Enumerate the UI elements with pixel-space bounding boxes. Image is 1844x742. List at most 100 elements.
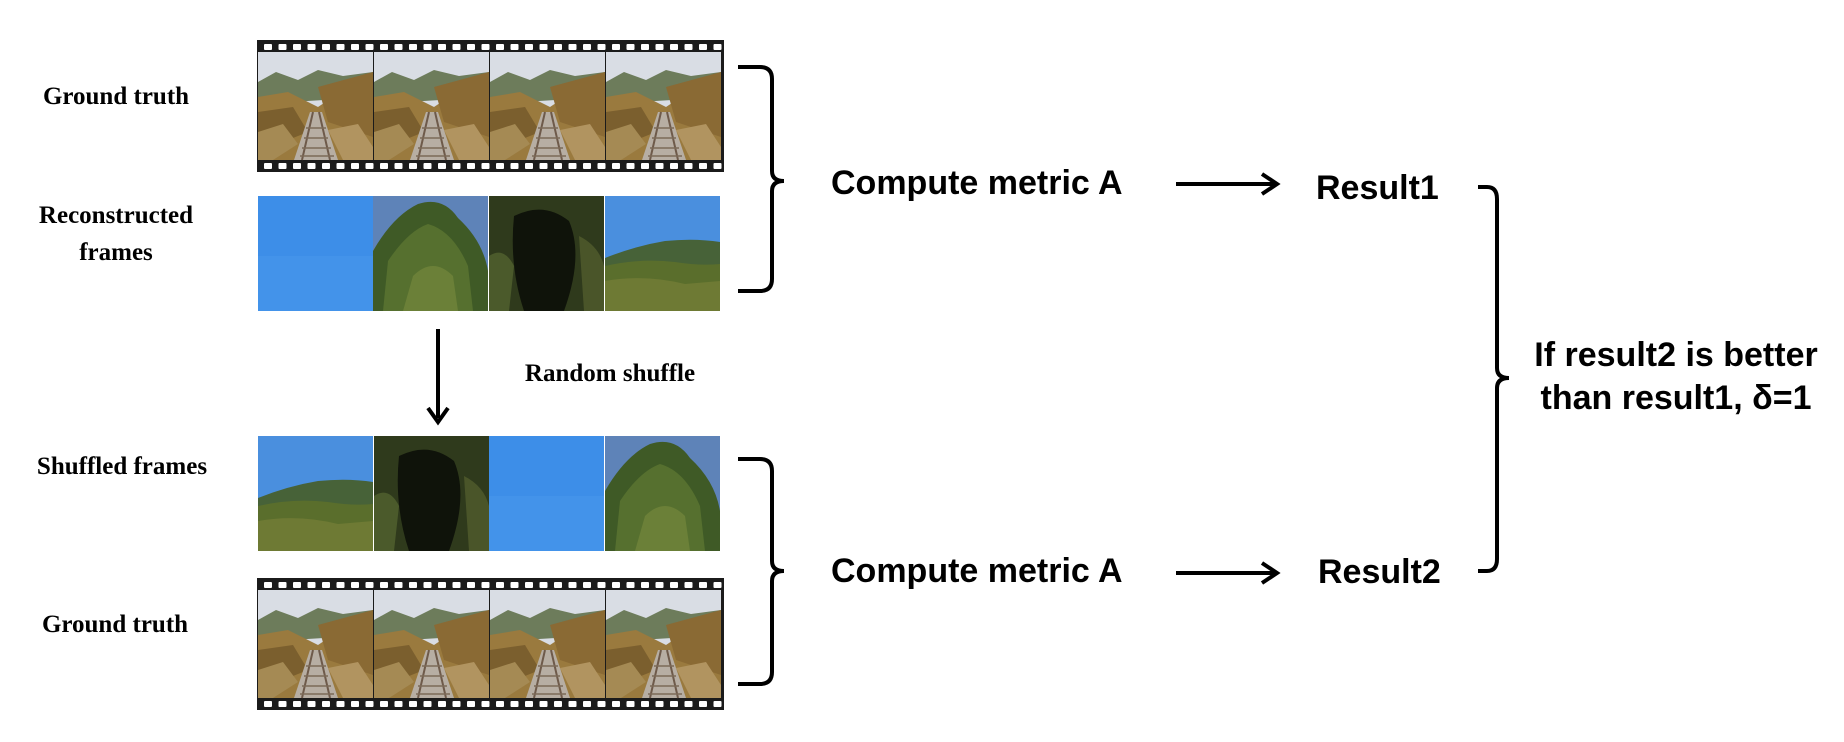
sprocket-hole <box>293 44 301 50</box>
sprocket-hole <box>510 582 519 588</box>
sprocket-hole <box>264 582 272 588</box>
sprocket-hole <box>264 163 272 169</box>
sprocket-hole <box>583 701 591 707</box>
frame-recon-3 <box>489 196 604 311</box>
sprocket-hole <box>481 163 490 169</box>
sprocket-hole <box>554 163 562 169</box>
sprocket-hole <box>336 44 345 50</box>
sprocket-hole <box>481 701 490 707</box>
result1-label: Result1 <box>1316 169 1439 207</box>
sprocket-hole <box>438 163 446 169</box>
sprocket-hole <box>438 701 446 707</box>
sprocket-hole <box>351 44 359 50</box>
sprocket-hole <box>612 701 620 707</box>
sprocket-hole <box>554 582 562 588</box>
sprocket-hole <box>684 163 693 169</box>
sprocket-hole <box>539 44 548 50</box>
sprocket-hole <box>496 44 504 50</box>
sprocket-hole <box>655 582 664 588</box>
sprocket-hole <box>293 582 301 588</box>
sprocket-hole <box>452 701 461 707</box>
sprocket-hole <box>612 44 620 50</box>
frame-shuffled-4 <box>605 436 720 551</box>
sprocket-hole <box>539 582 548 588</box>
label-ground-truth-bottom: Ground truth <box>41 611 189 638</box>
sprocket-hole <box>597 44 606 50</box>
sprocket-hole <box>670 701 678 707</box>
sprocket-hole <box>684 582 693 588</box>
label-ground-truth-top: Ground truth <box>42 83 190 110</box>
sprocket-hole <box>423 701 432 707</box>
sprocket-hole <box>597 701 606 707</box>
frame-gt-top-4 <box>605 51 722 161</box>
sprocket-hole <box>351 582 359 588</box>
sprocket-hole <box>481 44 490 50</box>
sprocket-hole <box>510 163 519 169</box>
bracket-top <box>738 65 785 293</box>
frame-gt-bottom-2 <box>373 589 490 699</box>
sprocket-hole <box>612 163 620 169</box>
sprocket-hole <box>351 701 359 707</box>
sprocket-hole <box>336 163 345 169</box>
sprocket-hole <box>684 701 693 707</box>
sprocket-hole <box>496 582 504 588</box>
sprocket-hole <box>264 701 272 707</box>
sprocket-hole <box>525 582 533 588</box>
frame-gt-top-3 <box>489 51 606 161</box>
sprocket-hole <box>496 701 504 707</box>
sprocket-hole <box>670 582 678 588</box>
sprocket-hole <box>699 582 707 588</box>
sprocket-hole <box>423 44 432 50</box>
sprocket-hole <box>380 44 388 50</box>
sprocket-hole <box>713 44 722 50</box>
sprocket-hole <box>699 163 707 169</box>
sprocket-hole <box>568 163 577 169</box>
sprocket-hole <box>481 582 490 588</box>
sprocket-hole <box>713 582 722 588</box>
sprocket-hole <box>409 701 417 707</box>
sprocket-hole <box>568 44 577 50</box>
sprocket-hole <box>293 163 301 169</box>
sprocket-hole <box>307 582 316 588</box>
sprocket-hole <box>322 701 330 707</box>
sprocket-hole <box>670 163 678 169</box>
sprocket-hole <box>554 701 562 707</box>
sprocket-hole <box>539 163 548 169</box>
sprocket-hole <box>452 44 461 50</box>
sprocket-hole <box>322 44 330 50</box>
conclusion-text: If result2 is better than result1, δ=1 <box>1516 334 1836 420</box>
sprocket-hole <box>467 701 475 707</box>
sprocket-hole <box>452 163 461 169</box>
sprocket-hole <box>568 582 577 588</box>
frame-shuffled-3 <box>489 436 604 551</box>
frame-gt-bottom-1 <box>257 589 374 699</box>
label-reconstructed-line1: Reconstructed <box>38 202 194 229</box>
sprocket-hole <box>626 44 635 50</box>
sprocket-hole <box>525 163 533 169</box>
sprocket-hole <box>626 163 635 169</box>
sprocket-hole <box>699 701 707 707</box>
sprocket-hole <box>394 582 403 588</box>
sprocket-hole <box>641 701 649 707</box>
sprocket-hole <box>655 701 664 707</box>
sprocket-hole <box>423 163 432 169</box>
reconstructed-strip <box>258 196 720 311</box>
sprocket-hole <box>539 701 548 707</box>
sprocket-hole <box>510 701 519 707</box>
sprocket-hole <box>380 701 388 707</box>
frame-shuffled-1 <box>258 436 373 551</box>
sprocket-hole <box>496 163 504 169</box>
sprocket-hole <box>641 44 649 50</box>
label-shuffled-frames: Shuffled frames <box>36 453 208 480</box>
arrow-to-result2 <box>1176 561 1281 585</box>
frame-recon-4 <box>605 196 720 311</box>
shuffle-arrow <box>426 329 450 426</box>
sprocket-hole <box>322 163 330 169</box>
sprocket-hole <box>380 582 388 588</box>
sprocket-hole <box>394 44 403 50</box>
sprocket-hole <box>365 582 374 588</box>
sprocket-hole <box>699 44 707 50</box>
sprocket-hole <box>365 701 374 707</box>
sprocket-hole <box>394 701 403 707</box>
